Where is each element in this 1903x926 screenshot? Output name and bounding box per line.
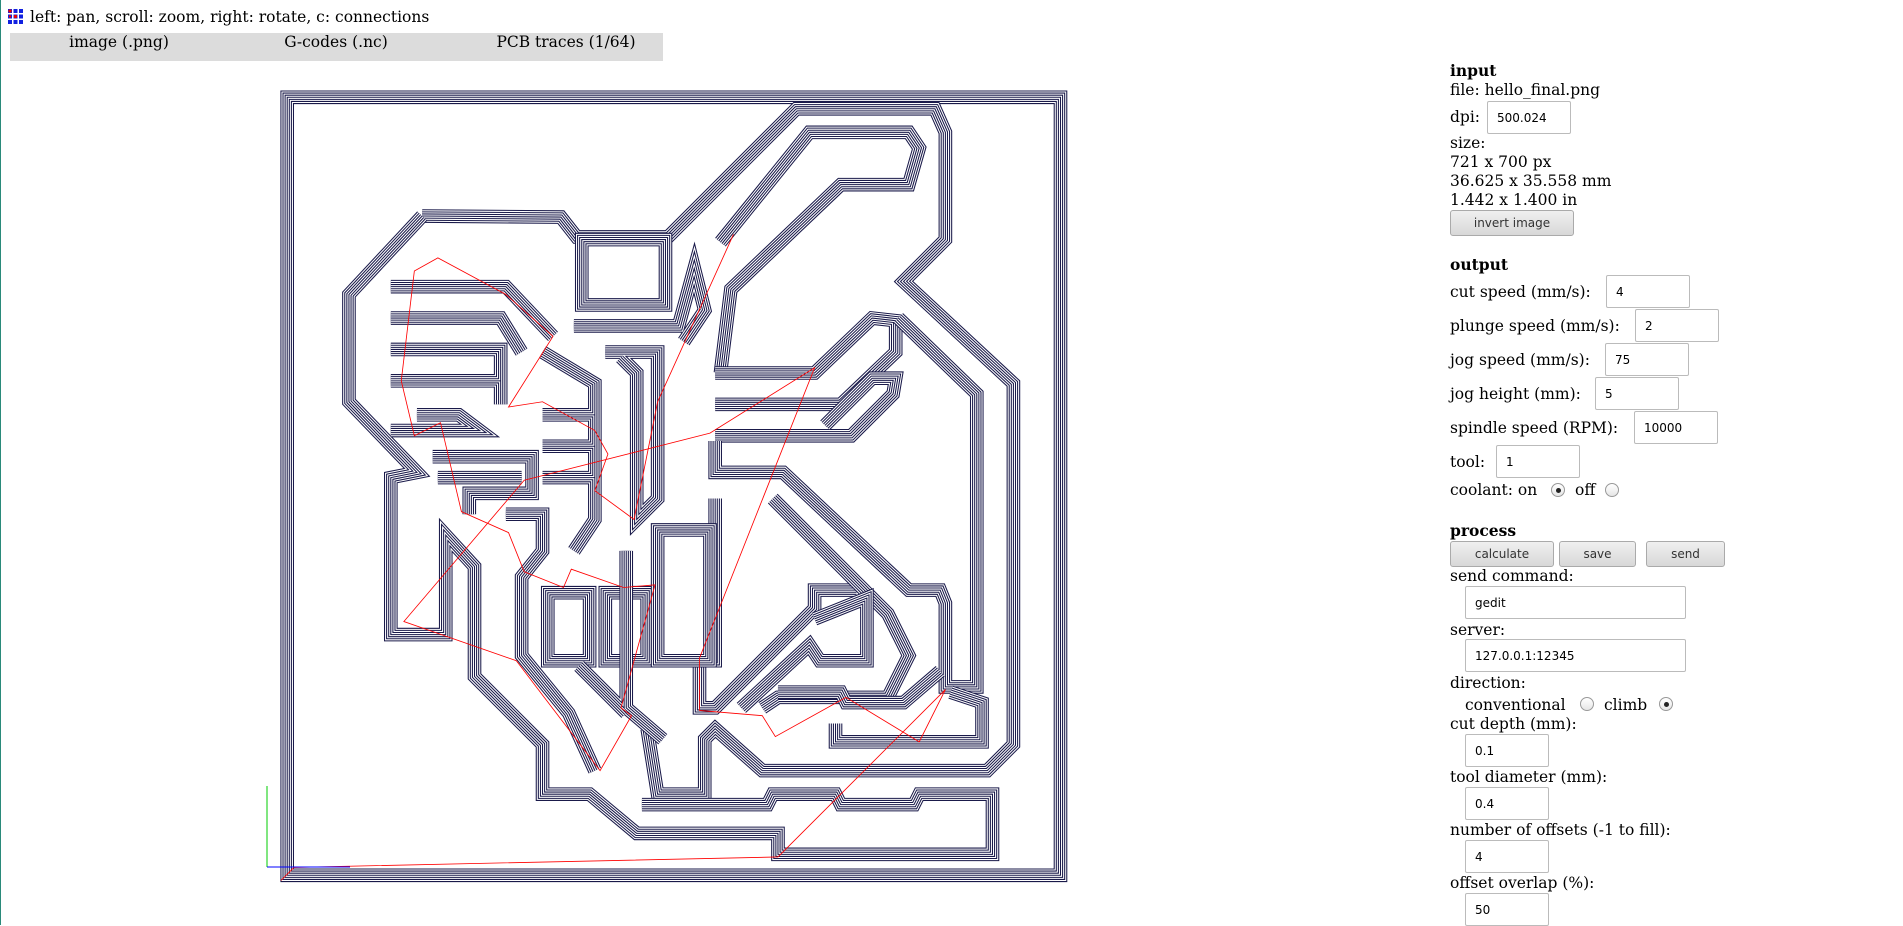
conventional-label: conventional [1465,696,1566,714]
server-input[interactable] [1465,639,1686,672]
trace-path [574,550,668,745]
trace-path [540,585,597,668]
trace-path [828,685,989,749]
tool-diameter-input[interactable] [1465,787,1549,820]
server-label: server: [1450,621,1506,639]
tab-gcodes[interactable]: G-codes (.nc) [284,33,388,51]
tab-pcb-traces[interactable]: PCB traces (1/64) [496,33,636,51]
output-heading: output [1450,255,1509,274]
trace-path [777,666,945,710]
trace-path [280,90,1068,883]
cut-speed-input[interactable] [1606,275,1690,308]
app-logo-icon [8,9,23,24]
invert-image-button[interactable]: invert image [1450,210,1574,236]
jog-height-input[interactable] [1595,377,1679,410]
dpi-input[interactable] [1487,101,1571,134]
tool-input[interactable] [1496,445,1580,478]
overlap-input[interactable] [1465,893,1549,926]
size-px: 721 x 700 px [1450,153,1552,171]
tool-diameter-label: tool diameter (mm): [1450,768,1608,786]
jog-speed-input[interactable] [1605,343,1689,376]
trace-path [605,345,665,536]
trace-path [432,449,539,515]
offsets-input[interactable] [1465,840,1549,873]
save-button[interactable]: save [1559,541,1636,567]
climb-radio[interactable] [1659,697,1673,711]
trace-path [573,241,713,346]
size-mm: 36.625 x 35.558 mm [1450,172,1612,190]
jog-height-label: jog height (mm): [1450,385,1581,403]
trace-path [650,523,717,668]
size-in: 1.442 x 1.400 in [1450,191,1578,209]
coolant-on-radio[interactable] [1551,483,1565,497]
plunge-speed-label: plunge speed (mm/s): [1450,317,1620,335]
coolant-on-label: coolant: on [1450,481,1538,499]
send-button[interactable]: send [1646,541,1725,567]
left-border [0,0,1,925]
coolant-off-radio[interactable] [1605,483,1619,497]
send-command-label: send command: [1450,567,1574,585]
input-heading: input [1450,61,1497,80]
conventional-radio[interactable] [1580,697,1594,711]
trace-path [708,313,984,694]
trace-path [342,211,1000,862]
spindle-speed-input[interactable] [1634,411,1718,444]
dpi-label: dpi: [1450,108,1481,126]
trace-path [574,232,673,312]
overlap-label: offset overlap (%): [1450,874,1595,892]
offsets-label: number of offsets (-1 to fill): [1450,821,1671,839]
jog-speed-label: jog speed (mm/s): [1450,351,1590,369]
trace-path [736,587,874,713]
trace-path [715,371,904,443]
view-tabs: image (.png) G-codes (.nc) PCB traces (1… [10,33,663,61]
connection-lines [280,234,946,881]
spindle-speed-label: spindle speed (RPM): [1450,419,1619,437]
cut-speed-label: cut speed (mm/s): [1450,283,1591,301]
trace-path [505,507,602,774]
climb-label: climb [1604,696,1648,714]
trace-path [539,346,602,555]
calculate-button[interactable]: calculate [1450,541,1554,567]
tab-image[interactable]: image (.png) [69,33,169,51]
tool-label: tool: [1450,453,1486,471]
controls-hint: left: pan, scroll: zoom, right: rotate, … [30,8,430,26]
process-heading: process [1450,521,1517,540]
cut-depth-input[interactable] [1465,734,1549,767]
coolant-off-label: off [1575,481,1596,499]
size-label: size: [1450,134,1486,152]
trace-path [713,125,927,374]
trace-path [598,585,654,668]
send-command-input[interactable] [1465,586,1686,619]
trace-path [390,279,558,438]
file-name: file: hello_final.png [1450,81,1601,99]
direction-label: direction: [1450,674,1526,692]
plunge-speed-input[interactable] [1635,309,1719,342]
cut-depth-label: cut depth (mm): [1450,715,1577,733]
